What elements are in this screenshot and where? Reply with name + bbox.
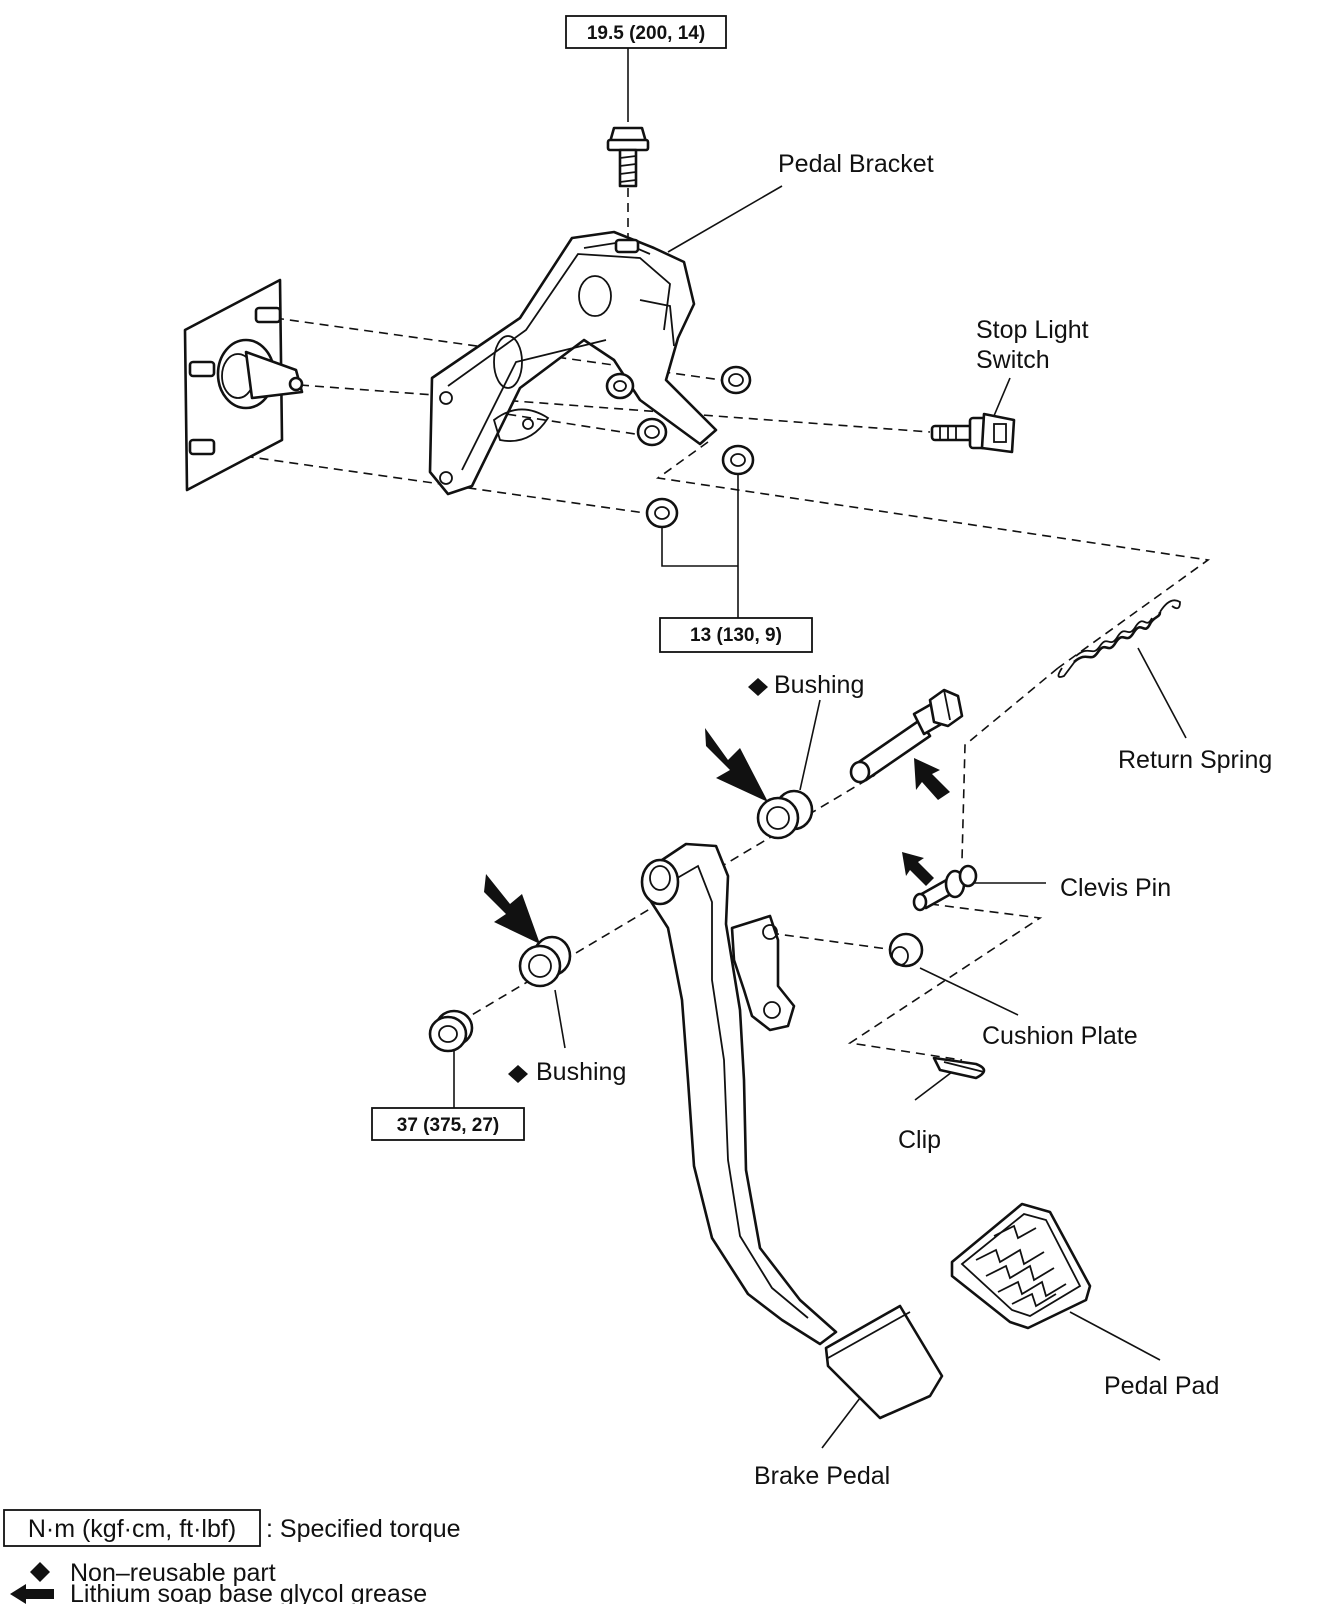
label-cushion-plate: Cushion Plate — [982, 1022, 1138, 1050]
nut — [645, 497, 679, 529]
nut — [605, 372, 635, 400]
diamond-icon — [508, 1065, 528, 1083]
stop-light-switch — [930, 412, 1016, 454]
bracket-bolt — [606, 126, 650, 254]
pivot-nut — [428, 1009, 474, 1053]
leader-lines — [453, 48, 1187, 1449]
label-bushing-upper: Bushing — [774, 671, 864, 699]
diamond-icon — [748, 678, 768, 696]
part-labels: Pedal Bracket Stop Light Switch Bushing … — [508, 150, 1272, 1490]
label-bushing-lower: Bushing — [536, 1058, 626, 1086]
legend-non-reusable: Non–reusable part — [70, 1559, 276, 1587]
torque-pivot-nut: 37 (375, 27) — [397, 1115, 499, 1136]
black-arrow-icon — [10, 1584, 54, 1604]
nut — [636, 417, 668, 447]
clevis-pin — [912, 864, 978, 912]
grease-arrow-icon — [484, 874, 540, 944]
torque-specs: 19.5 (200, 14) 13 (130, 9) 37 (375, 27) — [371, 15, 813, 1141]
nut — [721, 444, 755, 476]
label-pedal-pad: Pedal Pad — [1104, 1372, 1219, 1400]
label-return-spring: Return Spring — [1118, 746, 1272, 774]
label-stop-light-switch: Stop Light — [976, 316, 1089, 344]
label-pedal-bracket: Pedal Bracket — [778, 150, 934, 178]
legend-grease: Lithium soap base glycol grease — [70, 1580, 427, 1604]
label-stop-light-switch-2: Switch — [976, 346, 1050, 374]
cushion-plate — [888, 932, 924, 968]
torque-bracket-nuts: 13 (130, 9) — [690, 625, 782, 646]
label-clip: Clip — [898, 1126, 941, 1154]
label-brake-pedal: Brake Pedal — [754, 1462, 890, 1490]
legend-torque-desc: : Specified torque — [266, 1515, 461, 1543]
diamond-icon — [30, 1562, 50, 1582]
bracket-nuts — [605, 365, 755, 529]
bushing-lower — [518, 935, 572, 988]
torque-bracket-bolt: 19.5 (200, 14) — [587, 23, 705, 44]
pedal-bracket — [428, 230, 718, 496]
pivot-bolt — [849, 688, 964, 784]
legend-torque-unit: N·m (kgf·cm, ft·lbf) — [28, 1515, 236, 1543]
grease-arrow-icon — [914, 758, 950, 800]
grease-arrow-icon — [902, 852, 934, 886]
booster-mounting-plate — [183, 278, 304, 492]
return-spring — [1057, 599, 1181, 678]
bushing-upper — [756, 789, 814, 840]
legend: N·m (kgf·cm, ft·lbf) : Specified torque … — [3, 1509, 461, 1608]
pedal-pad — [950, 1202, 1092, 1330]
brake-pedal — [640, 842, 944, 1420]
label-clevis-pin: Clevis Pin — [1060, 874, 1171, 902]
clip — [932, 1056, 986, 1080]
grease-arrow-icon — [705, 728, 768, 802]
nut — [720, 365, 752, 395]
